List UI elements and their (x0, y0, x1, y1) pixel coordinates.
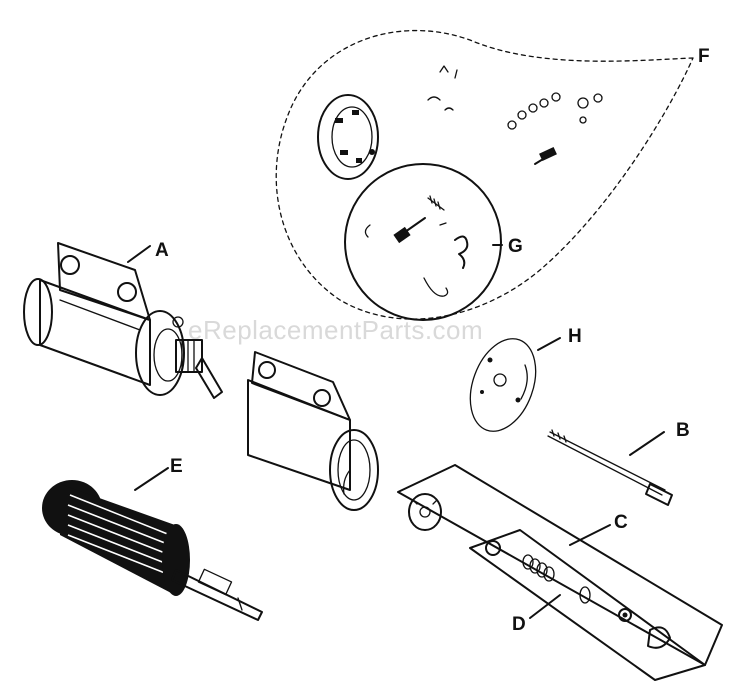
callout-a: A (155, 240, 169, 261)
leader-c (569, 524, 611, 546)
brush-spring (427, 195, 445, 211)
leader-h (537, 337, 561, 351)
callout-h: H (568, 326, 582, 347)
part-h-end-plate (469, 338, 537, 432)
brush-end-plate (317, 94, 379, 180)
callout-f: F (698, 46, 710, 67)
part-a-starter-motor (23, 242, 223, 399)
motor-housing (247, 351, 379, 511)
leader-e (134, 467, 169, 491)
drive-spring (522, 554, 555, 582)
leader-a (127, 245, 151, 263)
small-clips (427, 65, 458, 111)
part-f-brush-kit-group (275, 29, 694, 320)
callout-c: C (614, 512, 628, 533)
watermark-text: eReplacementParts.com (188, 315, 483, 345)
washers-row (507, 92, 603, 130)
part-e-armature (42, 480, 263, 621)
brush-lead (454, 235, 469, 269)
terminal-bolt (534, 146, 557, 165)
callout-d: D (512, 614, 526, 635)
part-d-drive-parts-panel (469, 529, 706, 681)
leader-b (629, 431, 665, 456)
part-g-brush-detail (344, 163, 502, 321)
callout-b: B (676, 420, 690, 441)
leader-lines (127, 244, 665, 619)
callout-e: E (170, 456, 183, 477)
part-b-through-bolt (547, 429, 673, 506)
part-c-drive-kit-panel (397, 464, 723, 666)
callout-labels: A B C D E F G H (155, 46, 710, 635)
callout-g: G (508, 236, 523, 257)
leader-d (529, 594, 561, 619)
brush-screw (393, 217, 426, 244)
